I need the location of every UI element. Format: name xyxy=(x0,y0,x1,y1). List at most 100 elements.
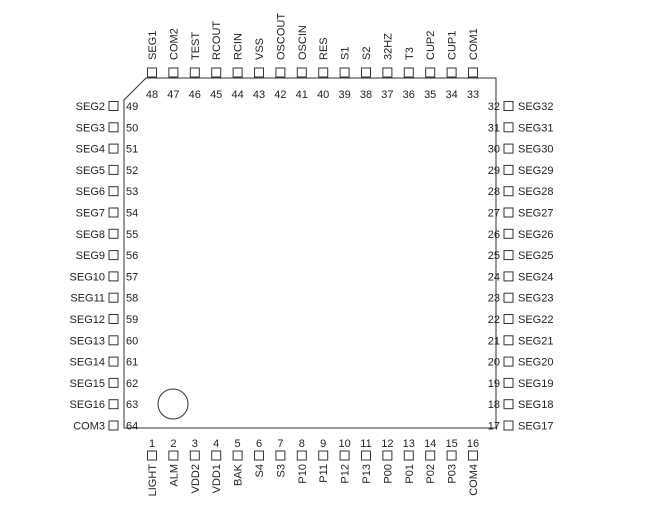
pin-number-label: 21 xyxy=(488,335,500,347)
pin-lead xyxy=(168,450,179,461)
pin-number-label: 63 xyxy=(126,399,138,411)
pin-name-label: VDD2 xyxy=(190,464,202,493)
pin-lead xyxy=(108,122,119,133)
pin-name-label: P01 xyxy=(404,464,416,484)
pin-name-label: SEG10 xyxy=(70,271,105,283)
pin-number-label: 30 xyxy=(488,144,500,156)
pin-lead xyxy=(503,207,514,218)
pin-name-label: COM2 xyxy=(168,28,180,60)
pin-number-label: 41 xyxy=(296,89,308,101)
pin-number-label: 19 xyxy=(488,378,500,390)
pin-lead xyxy=(468,67,478,78)
pin-lead xyxy=(275,450,286,461)
pin-number-label: 59 xyxy=(126,314,138,326)
pin-left-59: SEG12 59 xyxy=(70,314,138,326)
pin-number-label: 31 xyxy=(488,122,500,134)
pin-number-label: 50 xyxy=(126,122,138,134)
pin-lead xyxy=(446,67,457,78)
pin-number-label: 23 xyxy=(488,293,500,305)
pin-name-label: SEG30 xyxy=(518,144,553,156)
pin-lead xyxy=(503,399,514,410)
pin-name-label: CUP1 xyxy=(447,31,459,60)
pin-lead xyxy=(446,450,457,461)
pin-lead xyxy=(503,377,514,388)
pin-number-label: 53 xyxy=(126,186,138,198)
pin-number-label: 57 xyxy=(126,271,138,283)
pin-name-label: RES xyxy=(318,37,330,60)
pin-name-label: SEG6 xyxy=(76,186,105,198)
pin-name-label: SEG23 xyxy=(518,293,553,305)
pin-number-label: 56 xyxy=(126,250,138,262)
pin-name-label: S4 xyxy=(254,464,266,477)
pin-lead xyxy=(108,292,119,303)
pin-lead xyxy=(503,292,514,303)
pin-lead xyxy=(296,67,307,78)
pin-number-label: 9 xyxy=(320,438,326,450)
pin-number-label: 38 xyxy=(360,89,372,101)
pin-number-label: 13 xyxy=(403,438,415,450)
pin-name-label: OSCIN xyxy=(297,25,309,60)
pin-lead xyxy=(211,67,222,78)
pin1-orientation-dot xyxy=(157,388,189,420)
pin-lead xyxy=(168,67,179,78)
pin-number-label: 1 xyxy=(149,438,155,450)
pin-name-label: LIGHT xyxy=(147,464,159,497)
pin-number-label: 15 xyxy=(445,438,457,450)
pin-number-label: 12 xyxy=(381,438,393,450)
pin-number-label: 61 xyxy=(126,357,138,369)
pin-lead xyxy=(361,67,371,78)
pin-bottom-7: 7S3 xyxy=(275,438,287,477)
pin-lead xyxy=(108,420,119,431)
pin-name-label: SEG4 xyxy=(76,144,105,156)
pin-lead xyxy=(108,164,119,175)
pin-lead xyxy=(108,250,119,261)
pin-lead xyxy=(503,164,514,175)
pin-name-label: SEG11 xyxy=(70,293,105,305)
pin-lead xyxy=(503,314,514,324)
pin-name-label: P11 xyxy=(318,464,330,483)
pin-number-label: 28 xyxy=(488,186,500,198)
pin-name-label: P03 xyxy=(447,464,459,484)
pin-lead xyxy=(211,450,222,461)
pin-number-label: 62 xyxy=(126,378,138,390)
pin-number-label: 2 xyxy=(170,438,176,450)
pin-lead xyxy=(382,450,393,461)
pin-name-label: SEG12 xyxy=(70,314,105,326)
pin-number-label: 25 xyxy=(488,250,500,262)
pin-name-label: SEG25 xyxy=(518,250,553,262)
pin-number-label: 40 xyxy=(317,89,329,101)
pin-number-label: 43 xyxy=(253,89,265,101)
pin-lead xyxy=(232,67,243,78)
pin-name-label: SEG26 xyxy=(518,229,553,241)
pin-number-label: 6 xyxy=(256,438,262,450)
pin-lead xyxy=(425,450,436,461)
pin-number-label: 48 xyxy=(146,89,158,101)
pin-lead xyxy=(108,143,119,154)
pin-lead xyxy=(108,399,119,410)
pin-lead xyxy=(108,228,119,239)
pin-lead xyxy=(339,67,350,78)
pin-number-label: 44 xyxy=(231,89,243,101)
pin-left-57: SEG10 57 xyxy=(70,271,138,283)
pin-name-label: SEG15 xyxy=(70,378,105,390)
